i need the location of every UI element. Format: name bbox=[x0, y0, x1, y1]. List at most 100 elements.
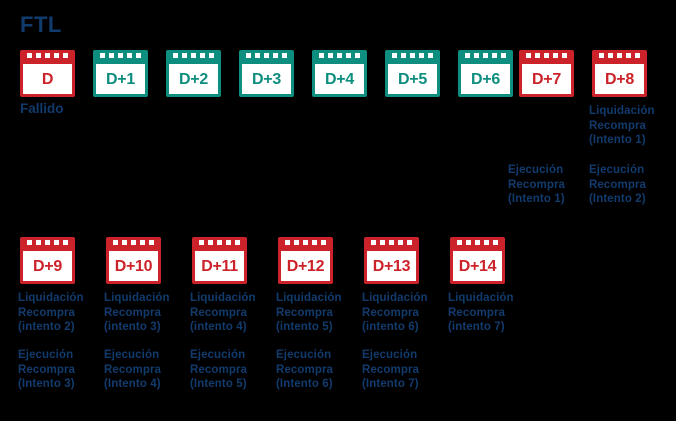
calendar-notch-icon bbox=[535, 53, 540, 58]
calendar-notch-icon bbox=[599, 53, 604, 58]
liquidacion-note-d-plus-14: Liquidación Recompra (intento 7) bbox=[448, 292, 514, 333]
calendar-notch-icon bbox=[36, 240, 41, 245]
calendar-day-label: D bbox=[41, 71, 54, 88]
calendar-day-label: D+2 bbox=[179, 71, 208, 88]
calendar-band bbox=[195, 240, 244, 251]
status-badge-fallido: Fallido bbox=[20, 101, 64, 116]
calendar-notch-icon bbox=[501, 53, 506, 58]
calendar-band bbox=[23, 240, 72, 251]
calendar-notch-icon bbox=[483, 53, 488, 58]
calendar-notch-icon bbox=[45, 53, 50, 58]
calendar-notch-icon bbox=[36, 53, 41, 58]
calendar-notch-icon bbox=[475, 240, 480, 245]
calendar-notch-icon bbox=[122, 240, 127, 245]
calendar-notch-icon bbox=[419, 53, 424, 58]
calendar-day-label: D+13 bbox=[372, 258, 411, 275]
calendar-separator bbox=[522, 64, 571, 66]
calendar-chip-d-plus-3[interactable]: D+3 bbox=[239, 50, 294, 97]
ejecucion-note-d-plus-10: Ejecución Recompra (Intento 4) bbox=[104, 349, 162, 390]
calendar-notch-icon bbox=[380, 240, 385, 245]
calendar-separator bbox=[367, 251, 416, 253]
calendar-notch-icon bbox=[389, 240, 394, 245]
calendar-notch-icon bbox=[553, 53, 558, 58]
calendar-chip-d-plus-4[interactable]: D+4 bbox=[312, 50, 367, 97]
calendar-notch-icon bbox=[319, 53, 324, 58]
ejecucion-note-d-plus-9: Ejecución Recompra (Intento 3) bbox=[18, 349, 76, 390]
calendar-notch-icon bbox=[54, 240, 59, 245]
calendar-notch-icon bbox=[100, 53, 105, 58]
calendar-notch-icon bbox=[235, 240, 240, 245]
calendar-notch-icon bbox=[63, 53, 68, 58]
calendar-separator bbox=[195, 251, 244, 253]
calendar-chip-d-plus-12[interactable]: D+12 bbox=[278, 237, 333, 284]
ejecucion-note-d-plus-11: Ejecución Recompra (Intento 5) bbox=[190, 349, 248, 390]
calendar-notch-icon bbox=[136, 53, 141, 58]
calendar-day-label: D+10 bbox=[114, 258, 153, 275]
ejecucion-note-d-plus-8: Ejecución Recompra (Intento 2) bbox=[589, 164, 647, 205]
calendar-notch-icon bbox=[54, 53, 59, 58]
calendar-day-label: D+6 bbox=[471, 71, 500, 88]
calendar-separator bbox=[281, 251, 330, 253]
calendar-separator bbox=[23, 64, 72, 66]
calendar-chip-d-plus-8[interactable]: D+8 bbox=[592, 50, 647, 97]
calendar-notch-icon bbox=[63, 240, 68, 245]
calendar-separator bbox=[242, 64, 291, 66]
ejecucion-note-d-plus-12: Ejecución Recompra (Intento 6) bbox=[276, 349, 334, 390]
calendar-chip-d-plus-9[interactable]: D+9 bbox=[20, 237, 75, 284]
calendar-day-label: D+5 bbox=[398, 71, 427, 88]
calendar-notch-icon bbox=[635, 53, 640, 58]
calendar-notch-icon bbox=[285, 240, 290, 245]
calendar-notch-icon bbox=[27, 240, 32, 245]
calendar-notch-icon bbox=[118, 53, 123, 58]
calendar-notch-icon bbox=[492, 53, 497, 58]
calendar-notch-icon bbox=[127, 53, 132, 58]
calendar-chip-d-plus-6[interactable]: D+6 bbox=[458, 50, 513, 97]
calendar-notch-icon bbox=[407, 240, 412, 245]
calendar-band bbox=[461, 53, 510, 64]
calendar-day-label: D+12 bbox=[286, 258, 325, 275]
calendar-notch-icon bbox=[392, 53, 397, 58]
calendar-separator bbox=[169, 64, 218, 66]
calendar-band bbox=[109, 240, 158, 251]
calendar-notch-icon bbox=[264, 53, 269, 58]
calendar-notch-icon bbox=[328, 53, 333, 58]
calendar-notch-icon bbox=[246, 53, 251, 58]
calendar-separator bbox=[109, 251, 158, 253]
calendar-notch-icon bbox=[200, 53, 205, 58]
calendar-chip-d[interactable]: D bbox=[20, 50, 75, 97]
ejecucion-note-d-plus-7: Ejecución Recompra (Intento 1) bbox=[508, 164, 566, 205]
calendar-notch-icon bbox=[191, 53, 196, 58]
calendar-notch-icon bbox=[217, 240, 222, 245]
calendar-day-label: D+4 bbox=[325, 71, 354, 88]
calendar-chip-d-plus-2[interactable]: D+2 bbox=[166, 50, 221, 97]
calendar-notch-icon bbox=[149, 240, 154, 245]
calendar-day-label: D+9 bbox=[33, 258, 62, 275]
calendar-notch-icon bbox=[208, 240, 213, 245]
calendar-chip-d-plus-11[interactable]: D+11 bbox=[192, 237, 247, 284]
calendar-chip-d-plus-5[interactable]: D+5 bbox=[385, 50, 440, 97]
calendar-chip-d-plus-7[interactable]: D+7 bbox=[519, 50, 574, 97]
calendar-band bbox=[169, 53, 218, 64]
calendar-notch-icon bbox=[109, 53, 114, 58]
calendar-day-label: D+14 bbox=[458, 258, 497, 275]
calendar-notch-icon bbox=[321, 240, 326, 245]
calendar-notch-icon bbox=[562, 53, 567, 58]
calendar-chip-d-plus-13[interactable]: D+13 bbox=[364, 237, 419, 284]
calendar-notch-icon bbox=[173, 53, 178, 58]
calendar-chip-d-plus-10[interactable]: D+10 bbox=[106, 237, 161, 284]
calendar-notch-icon bbox=[401, 53, 406, 58]
calendar-band bbox=[23, 53, 72, 64]
calendar-chip-d-plus-14[interactable]: D+14 bbox=[450, 237, 505, 284]
calendar-notch-icon bbox=[45, 240, 50, 245]
calendar-band bbox=[367, 240, 416, 251]
calendar-chip-d-plus-1[interactable]: D+1 bbox=[93, 50, 148, 97]
calendar-separator bbox=[595, 64, 644, 66]
calendar-notch-icon bbox=[474, 53, 479, 58]
calendar-notch-icon bbox=[131, 240, 136, 245]
calendar-notch-icon bbox=[140, 240, 145, 245]
calendar-notch-icon bbox=[428, 53, 433, 58]
calendar-notch-icon bbox=[410, 53, 415, 58]
calendar-notch-icon bbox=[493, 240, 498, 245]
liquidacion-note-d-plus-10: Liquidación Recompra (intento 3) bbox=[104, 292, 170, 333]
